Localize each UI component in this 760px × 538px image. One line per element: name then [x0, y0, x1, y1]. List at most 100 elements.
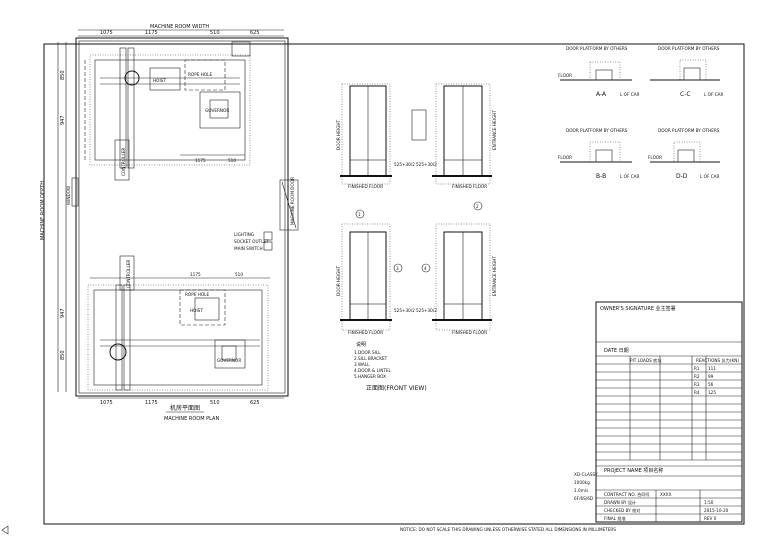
- svg-text:2: 2: [476, 204, 479, 209]
- elev-note-1: 1.DOOR SILL: [354, 350, 381, 355]
- svg-text:L OF CAR: L OF CAR: [620, 92, 639, 97]
- svg-text:FLOOR: FLOOR: [648, 155, 662, 160]
- owner-signature: OWNER'S SIGNATURE 业主签署: [600, 305, 676, 312]
- svg-text:DOOR PLATFORM BY OTHERS: DOOR PLATFORM BY OTHERS: [658, 128, 720, 133]
- elev-floor-1: FINISHED FLOOR: [348, 184, 383, 189]
- svg-text:L OF CAR: L OF CAR: [704, 92, 723, 97]
- section-details: DOOR PLATFORM BY OTHERS FLOOR A-A L OF C…: [558, 46, 723, 180]
- svg-text:99: 99: [708, 374, 714, 379]
- plan-subtitle: MACHINE ROOM PLAN: [164, 416, 219, 422]
- elev-side-3: DOOR HEIGHT: [336, 266, 341, 296]
- section-b-b: B-B: [596, 173, 606, 180]
- rope-hole-lower: ROPE HOLE: [185, 292, 209, 297]
- callout-1: [355, 209, 365, 219]
- elev-dim-2: 525+30/2: [416, 162, 437, 167]
- hoist-sheave-lower: [109, 343, 127, 361]
- corner-mark-icon: [1, 525, 9, 535]
- svg-text:R1: R1: [694, 366, 700, 371]
- svg-text:FLOOR: FLOOR: [558, 73, 572, 78]
- checked-by: CHECKED BY 校对: [604, 507, 641, 514]
- elev-notes-title: 说明: [356, 341, 366, 348]
- svg-text:1175: 1175: [195, 158, 206, 163]
- svg-text:FLOOR: FLOOR: [558, 155, 572, 160]
- pit-loads: PIT LOADS 底坑: [630, 357, 662, 364]
- footer-note: NOTICE: DO NOT SCALE THIS DRAWING UNLESS…: [400, 527, 616, 532]
- governor-label-lower: GOVERNOR: [217, 358, 241, 363]
- svg-text:2015-10-20: 2015-10-20: [704, 508, 729, 513]
- elev-floor-2: FINISHED FLOOR: [452, 184, 487, 189]
- svg-text:L OF CAR: L OF CAR: [620, 174, 639, 179]
- top-dim-4: 625: [250, 30, 260, 36]
- svg-text:1175: 1175: [190, 272, 201, 277]
- svg-text:3: 3: [396, 266, 399, 271]
- top-dim-1: 1075: [100, 30, 113, 36]
- note-main-switch: MAIN SWITCH: [234, 246, 263, 251]
- elev-dim-4: 525+30/2: [416, 308, 437, 313]
- callout-4: [421, 263, 431, 273]
- top-overall-dim: MACHINE ROOM WIDTH: [150, 24, 209, 30]
- svg-text:510: 510: [235, 272, 243, 277]
- elev-dim-1: 525+30/2: [394, 162, 415, 167]
- svg-text:R2: R2: [694, 374, 700, 379]
- svg-text:1: 1: [358, 212, 361, 217]
- svg-text:DOOR PLATFORM BY OTHERS: DOOR PLATFORM BY OTHERS: [566, 128, 628, 133]
- elev-note-2: 2.SILL BRACKET: [354, 356, 388, 361]
- left-dim-4: 850: [60, 350, 66, 360]
- machine-room-plan: MACHINE ROOM WIDTH 1075 1175 510 625 MAC…: [40, 24, 299, 422]
- controller-label-upper: CONTROLLER: [121, 148, 126, 176]
- note-socket: SOCKET OUTLET: [234, 239, 269, 244]
- reactions-title: REACTIONS 反力(KN): [696, 357, 739, 364]
- elev-note-3: 3.WALL: [354, 362, 370, 367]
- elev-side-4: ENTRANCE HEIGHT: [492, 256, 497, 296]
- left-dim-1: 850: [60, 70, 66, 80]
- svg-text:4: 4: [424, 266, 427, 271]
- left-overall-dim: MACHINE ROOM DEPTH: [40, 181, 46, 240]
- bottom-dim-3: 510: [210, 400, 220, 406]
- spec-speed: 1.0m/s: [574, 488, 588, 493]
- spec-model: XD-CLASSY: [574, 472, 598, 477]
- front-view-title: 正面图(FRONT VIEW): [366, 385, 427, 392]
- drawn-by: DRAWN BY 设计: [604, 499, 636, 506]
- left-dim-3: 947: [60, 308, 66, 318]
- date-label: DATE 日期: [604, 348, 629, 354]
- door-label: MACHINE ROOM DOOR: [290, 177, 295, 225]
- title-block: OWNER'S SIGNATURE 业主签署 DATE 日期 PIT LOADS…: [574, 301, 743, 523]
- governor-label-upper: GOVERNOR: [205, 108, 229, 113]
- callout-2: [473, 201, 483, 211]
- controller-label-lower: CONTROLLER: [126, 260, 131, 288]
- sheet-border: [43, 43, 745, 525]
- hoist-label-lower: HOIST: [190, 308, 203, 313]
- svg-text:56: 56: [708, 382, 714, 387]
- project-name: PROJECT NAME 项目名称: [604, 467, 663, 474]
- svg-text:L OF CAR: L OF CAR: [700, 174, 719, 179]
- bottom-dim-4: 625: [250, 400, 260, 406]
- window-label: WINDOW: [66, 186, 71, 205]
- left-dim-2: 947: [60, 115, 66, 125]
- svg-text:XXXX: XXXX: [660, 492, 672, 497]
- svg-text:REV 0: REV 0: [704, 516, 717, 521]
- svg-text:1:50: 1:50: [704, 500, 714, 505]
- elev-side-2: ENTRANCE HEIGHT: [492, 110, 497, 150]
- plan-title: 机房平面图: [170, 404, 200, 412]
- elev-note-5: 5.HANGER BOX: [354, 374, 386, 379]
- section-d-d: D-D: [676, 173, 688, 180]
- elev-dim-3: 525+30/2: [394, 308, 415, 313]
- front-view: FINISHED FLOOR DOOR HEIGHT 525+30/2 FINI…: [336, 83, 497, 392]
- section-c-c: C-C: [680, 91, 691, 98]
- elev-note-4: 4.DOOR & LINTEL: [354, 368, 392, 373]
- svg-text:DOOR PLATFORM BY OTHERS: DOOR PLATFORM BY OTHERS: [566, 46, 628, 51]
- bottom-dim-2: 1175: [145, 400, 158, 406]
- svg-text:R4: R4: [694, 390, 700, 395]
- spec-floors: 6F/6S/6D: [574, 496, 593, 501]
- svg-text:111: 111: [708, 366, 716, 371]
- note-lighting: LIGHTING: [234, 232, 254, 237]
- svg-text:510: 510: [228, 158, 236, 163]
- hoist-sheave-upper: [124, 70, 140, 86]
- svg-text:125: 125: [708, 390, 716, 395]
- svg-text:DOOR PLATFORM BY OTHERS: DOOR PLATFORM BY OTHERS: [658, 46, 720, 51]
- elev-floor-3: FINISHED FLOOR: [348, 330, 383, 335]
- elev-side-1: DOOR HEIGHT: [336, 120, 341, 150]
- bottom-dim-1: 1075: [100, 400, 113, 406]
- rope-hole-upper: ROPE HOLE: [188, 72, 212, 77]
